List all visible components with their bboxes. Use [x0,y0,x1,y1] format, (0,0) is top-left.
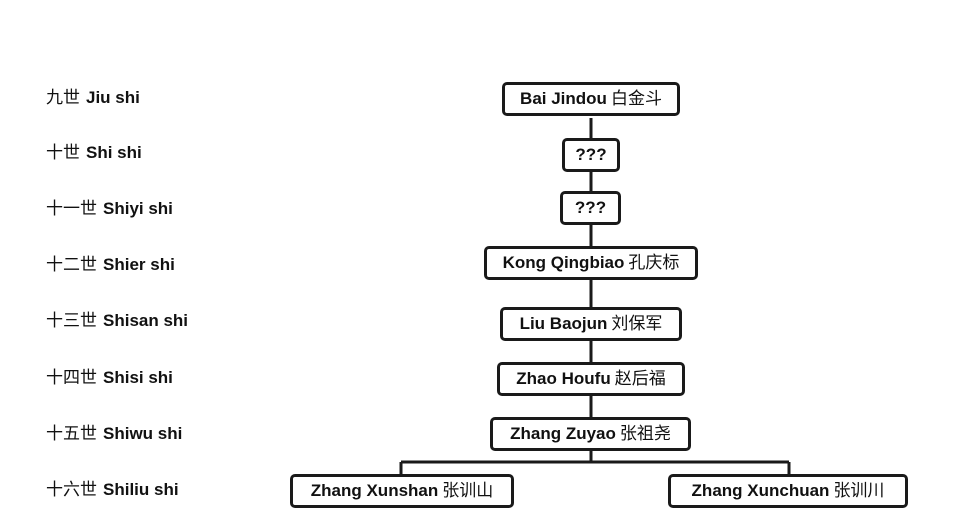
person-node-unknown-11: ??? [560,191,621,225]
person-node-unknown-10: ??? [562,138,620,172]
